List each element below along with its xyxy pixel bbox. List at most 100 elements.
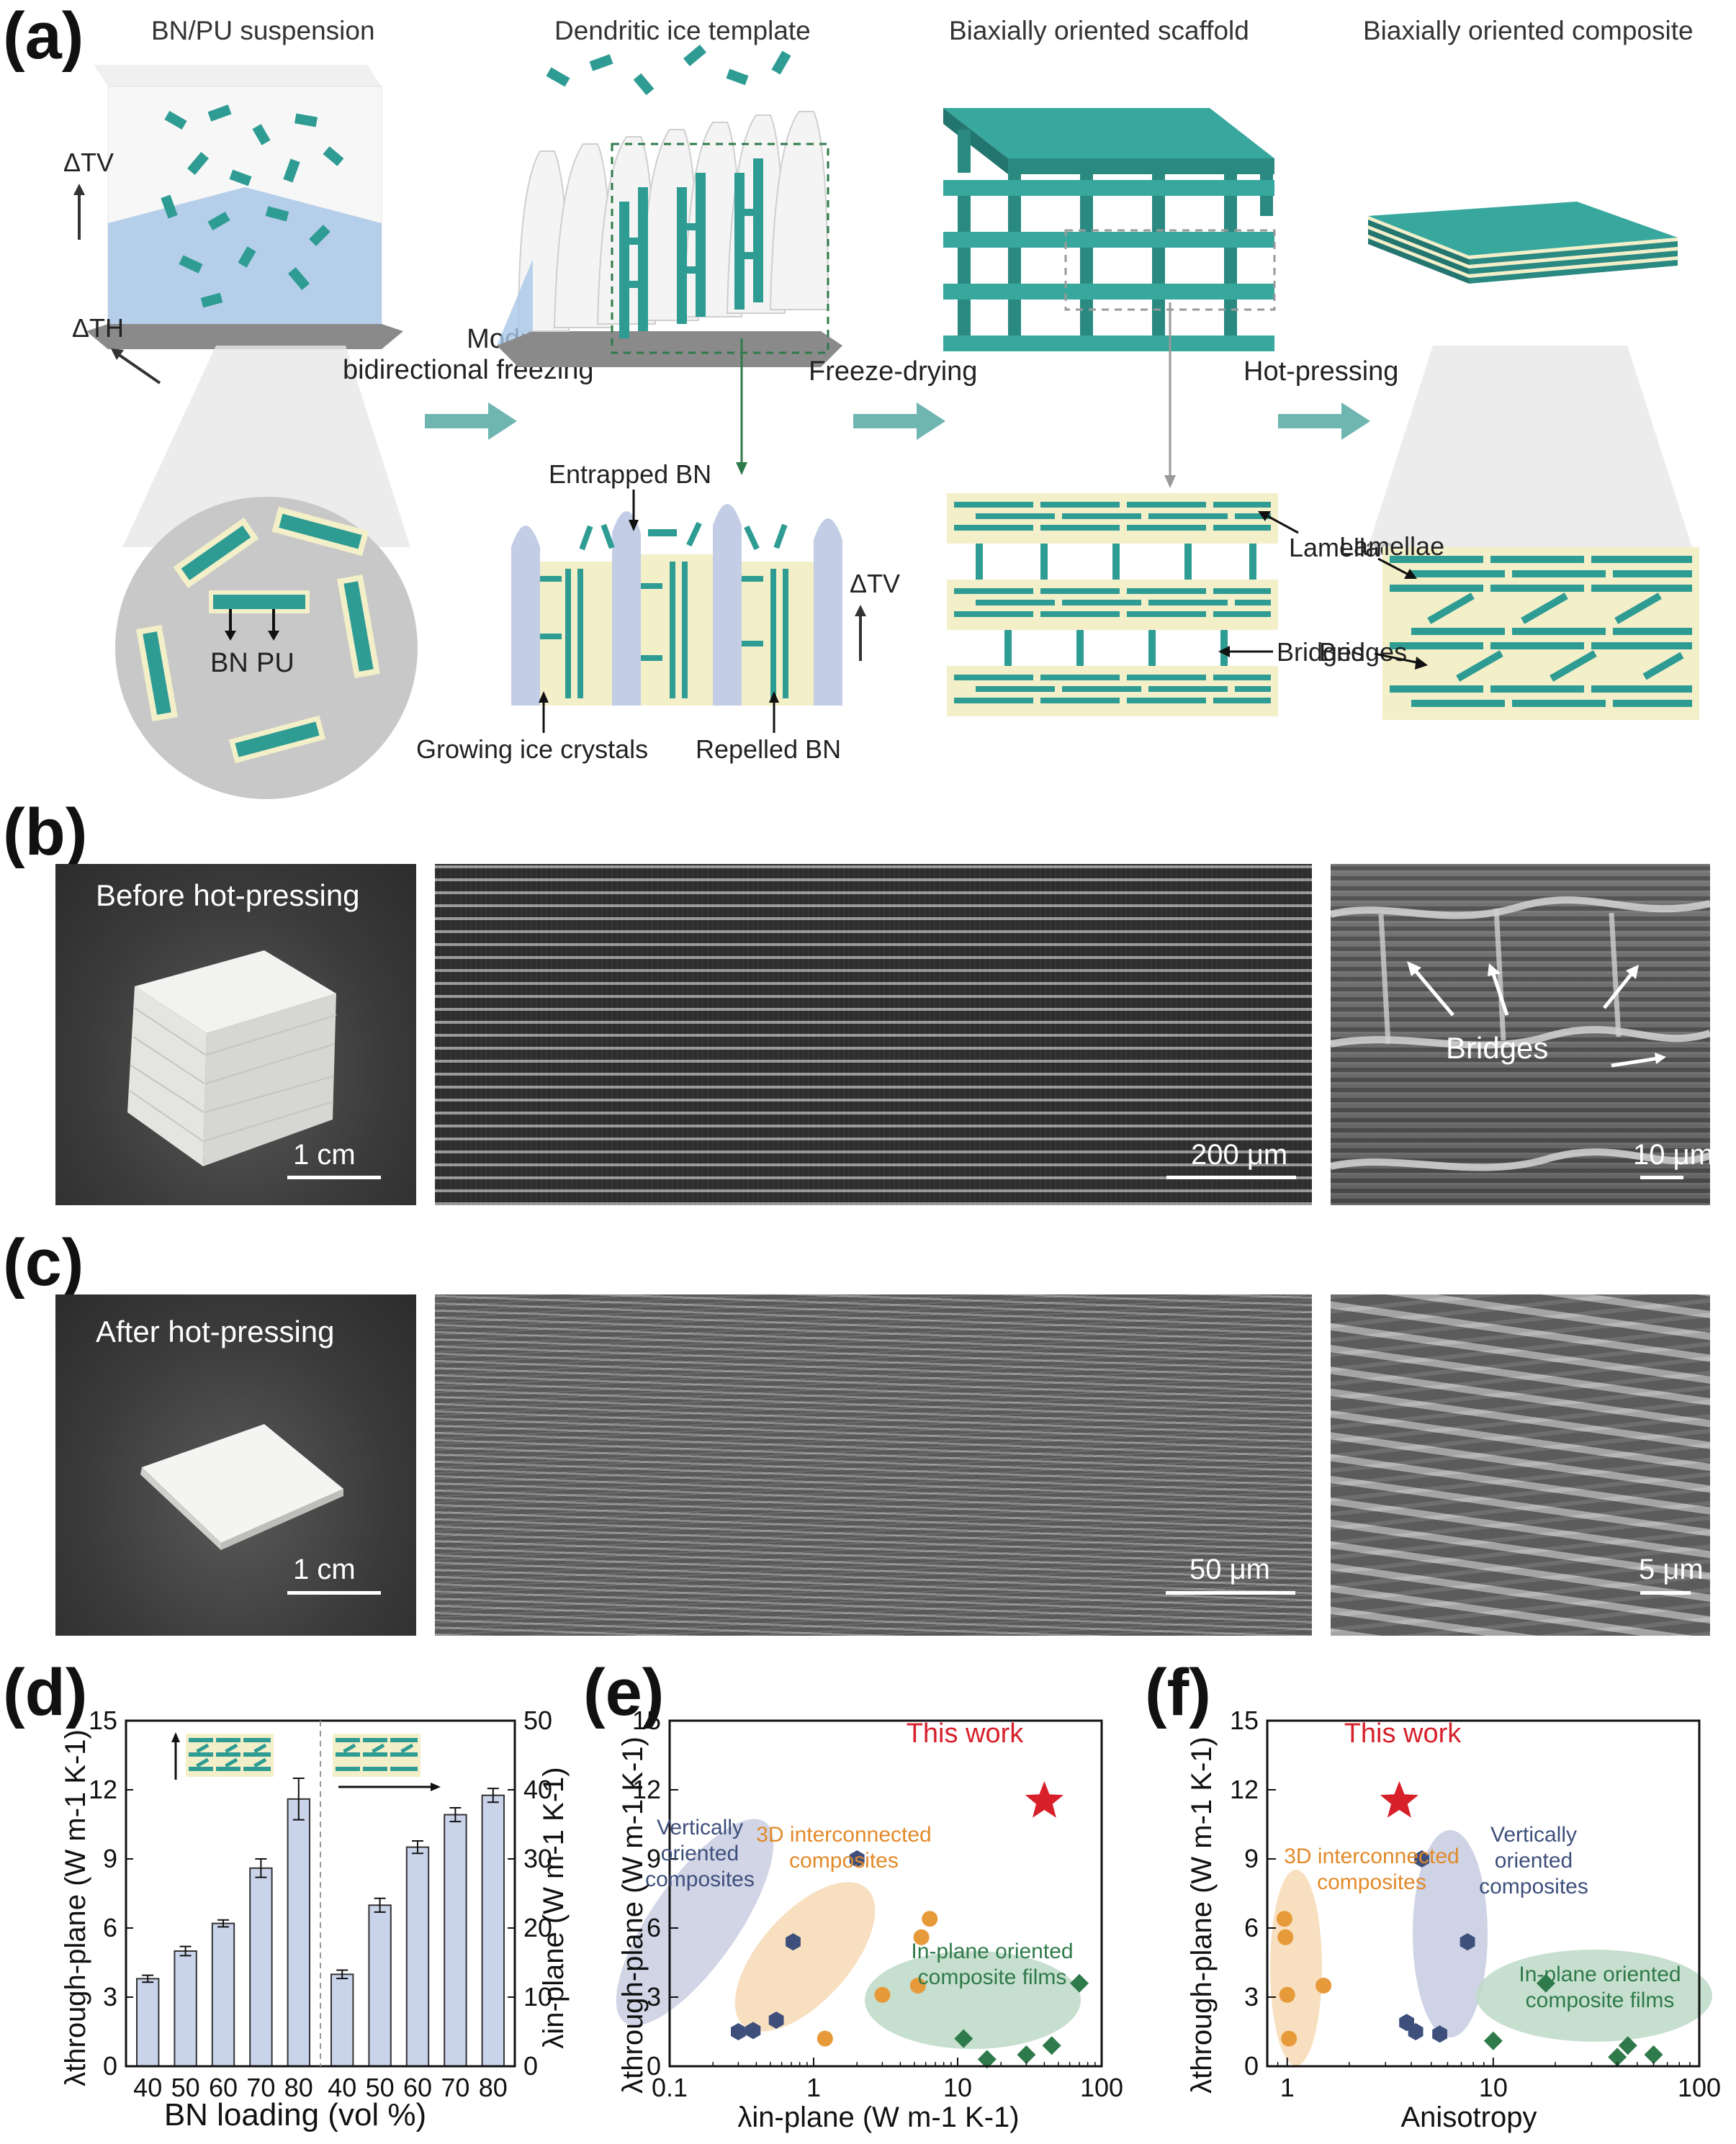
suspension-zoom-circle (115, 346, 418, 799)
chart-e-point-s0-1 (745, 2022, 761, 2040)
bridges-arrow-2 (1374, 652, 1428, 670)
chart-e-point-s2-3 (1042, 2036, 1061, 2055)
chart-d-ytick-left-12: 12 (89, 1775, 117, 1804)
chart-e-vert-label-1: Vertically (657, 1816, 743, 1839)
panel-label-a: (a) (3, 0, 84, 73)
chart-f-xtick-1: 1 (1280, 2073, 1295, 2102)
chart-e-point-s2-4 (1070, 1973, 1089, 1993)
chart-e-point-s1-2 (909, 1978, 926, 1994)
chart-d-bar-left-50 (174, 1950, 197, 2067)
photo-c-scale-bar (287, 1591, 381, 1595)
chart-d-bar-right-40 (330, 1973, 354, 2068)
chart-e-this-work-label: This work (907, 1719, 1025, 1749)
chart-f-point-s3-0 (1380, 1781, 1418, 1818)
chart-d-xlabel: BN loading (vol %) (164, 2097, 426, 2132)
photo-c-scale-text: 1 cm (293, 1554, 356, 1585)
chart-e-in-label-2: composite films (918, 1965, 1067, 1989)
chart-d-inset-right (333, 1734, 441, 1791)
bn-label-circle: BN (210, 648, 248, 678)
chart-d-xtick-left-50: 50 (171, 2073, 200, 2102)
stage-title-composite: Biaxially oriented composite (1363, 16, 1694, 45)
panel-label-e: (e) (583, 1656, 665, 1729)
stage-title-suspension: BN/PU suspension (151, 16, 375, 45)
step-label-hot-pressing: Hot-pressing (1243, 356, 1399, 387)
chart-f-ylabel: λthrough-plane (W m-1 K-1) (1186, 1737, 1218, 2094)
chart-e-point-s0-0 (731, 2023, 746, 2040)
after-hot-pressing-caption: After hot-pressing (96, 1315, 335, 1348)
chart-d-bar-left-80 (287, 1798, 310, 2068)
chart-e-vert-label-2: oriented (661, 1842, 739, 1865)
chart-e-ytick-0: 0 (647, 2051, 661, 2081)
chart-f-point-s1-2 (1414, 1850, 1429, 1868)
chart-f-3d-label-1: 3D interconnected (1284, 1845, 1460, 1868)
chart-e-3d-label-2: composites (789, 1849, 899, 1873)
chart-d-inset-left (171, 1732, 274, 1780)
sem-b-high-mag-texture (1331, 896, 1710, 1171)
chart-d-ytick-right-0: 0 (523, 2051, 538, 2081)
chart-f-vert-label-2: oriented (1495, 1849, 1573, 1873)
chart-d-xtick-right-50: 50 (366, 2073, 395, 2102)
sem-c-low-mag: 50 μm (435, 1294, 1312, 1636)
panel-label-f: (f) (1145, 1656, 1211, 1729)
repelled-bn-arrow (769, 691, 779, 733)
chart-f-point-s2-4 (1644, 2045, 1663, 2064)
chart-d-bar-right-80 (481, 1794, 505, 2067)
composite-detail (1382, 547, 1699, 720)
chart-d-xtick-left-40: 40 (133, 2073, 162, 2102)
chart-f-point-s1-1 (1408, 2023, 1424, 2040)
bridges-label-1: Bridges (1277, 637, 1365, 667)
chart-e-ytick-6: 6 (647, 1913, 661, 1942)
lamellae-arrow-1 (1258, 511, 1299, 534)
chart-f-vert-label-3: composites (1479, 1875, 1588, 1898)
chart-f-xtick-100: 100 (1678, 2073, 1721, 2102)
chart-d-ytick-left-3: 3 (103, 1982, 117, 2012)
pu-label-circle: PU (256, 648, 294, 678)
photo-b-scale-bar (287, 1176, 381, 1179)
stage-title-ice-template: Dendritic ice template (554, 16, 811, 45)
chart-f-point-s2-1 (1536, 1973, 1555, 1993)
chart-f-ytick-12: 12 (1230, 1775, 1259, 1804)
chart-f-vert-label-1: Vertically (1490, 1823, 1577, 1847)
bridges-arrow-1 (1218, 646, 1273, 657)
chart-f-ytick-3: 3 (1244, 1982, 1259, 2012)
chart-e-ytick-15: 15 (632, 1706, 661, 1735)
chart-d-ytick-right-40: 40 (523, 1775, 552, 1804)
chart-e-ytick-12: 12 (632, 1775, 661, 1804)
ice-template-illustration (497, 44, 842, 367)
chart-e-point-s2-2 (1017, 2045, 1036, 2064)
sem-b-high-mag: Bridges 10 μm (1331, 864, 1710, 1205)
chart-d-ytick-left-6: 6 (103, 1913, 117, 1942)
lamellae-label-2: Lamellae (1339, 531, 1445, 561)
scaffold-illustration (943, 108, 1276, 351)
photo-after-hot-pressing: After hot-pressing 1 cm (55, 1294, 416, 1636)
entrapped-bn-arrow (629, 490, 639, 531)
delta-th-arrow (111, 348, 161, 384)
chart-f-point-s0-1 (1277, 1929, 1294, 1945)
chart-e-ytick-9: 9 (647, 1844, 661, 1873)
chart-e-xlabel: λin-plane (W m-1 K-1) (737, 2102, 1019, 2133)
foam-cube-image (127, 950, 337, 1166)
entrapped-bn-label: Entrapped BN (549, 459, 712, 489)
chart-e-vert-label-3: composites (645, 1868, 755, 1891)
chart-d-ytick-right-50: 50 (523, 1706, 552, 1735)
process-arrow-1 (425, 402, 517, 440)
chart-d-xtick-right-40: 40 (328, 2073, 356, 2102)
sem-b2-scale-text: 10 μm (1633, 1139, 1710, 1171)
ice-zoom-line (736, 338, 747, 475)
suspension-box-illustration (86, 65, 403, 349)
chart-d-bar-left-70 (249, 1867, 273, 2068)
chart-d-bar-left-60 (211, 1922, 235, 2067)
stage-title-scaffold: Biaxially oriented scaffold (949, 16, 1249, 45)
chart-d-xtick-right-60: 60 (403, 2073, 432, 2102)
chart-d-ytick-left-15: 15 (89, 1706, 117, 1735)
chart-f-point-s2-3 (1618, 2036, 1637, 2055)
chart-d-ytick-right-20: 20 (523, 1913, 552, 1942)
chart-f-3d-label-2: composites (1317, 1870, 1426, 1894)
chart-e-group-shading (616, 1819, 1081, 2049)
process-arrow-3 (1278, 402, 1370, 440)
chart-d-bar-right-70 (444, 1814, 467, 2067)
